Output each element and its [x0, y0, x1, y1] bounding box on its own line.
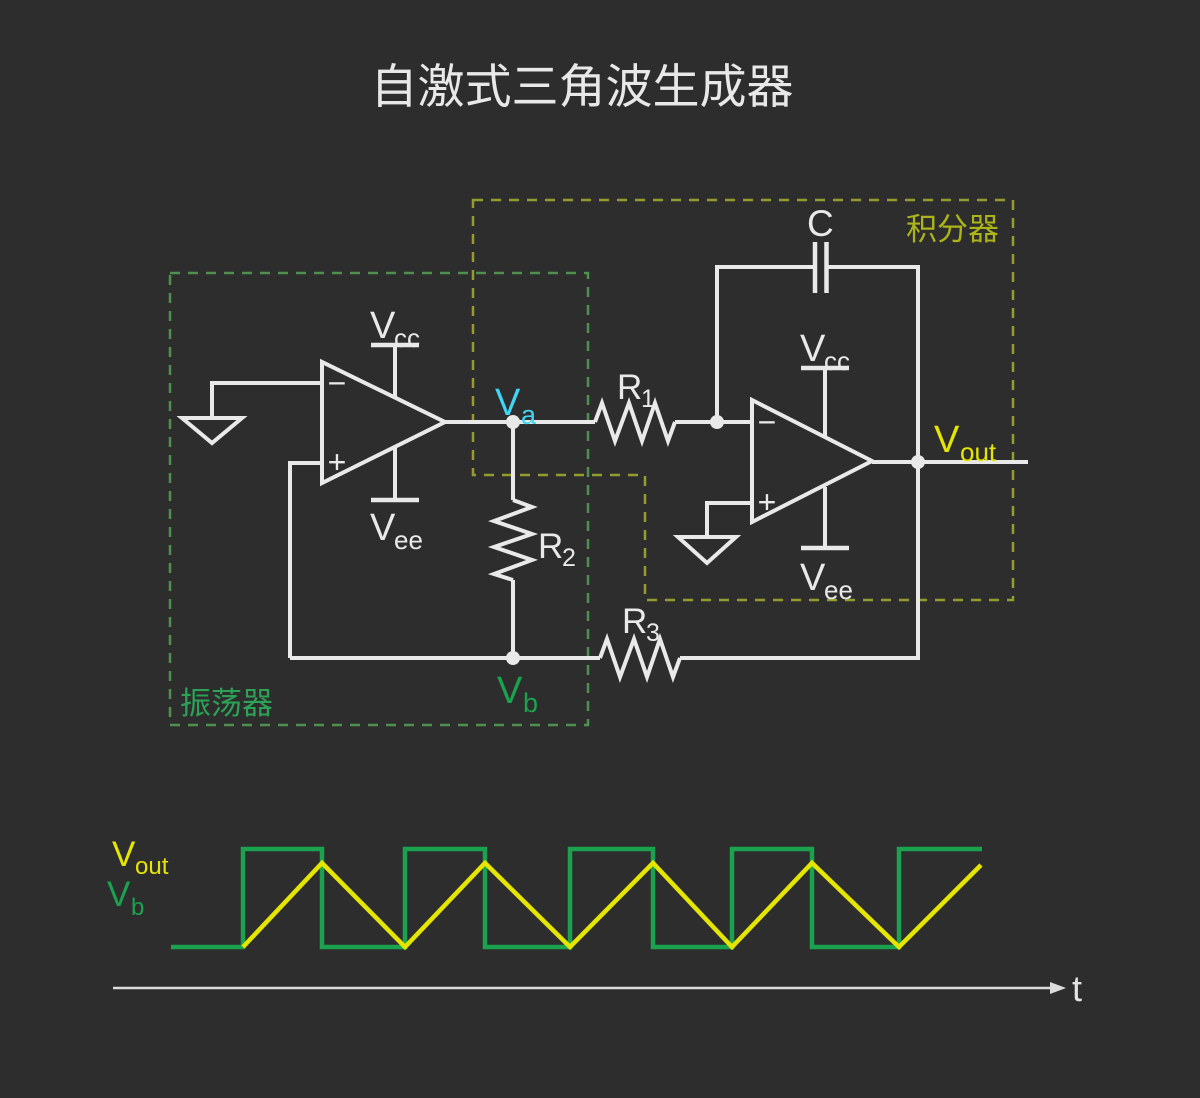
wire-feedback-right: [826, 265, 920, 462]
vee2-label-sub: ee: [824, 575, 853, 605]
va-label-main: V: [495, 382, 521, 424]
vee2-label-main: V: [800, 557, 826, 599]
r3-label-sub: 3: [646, 619, 660, 647]
vcc1-label-sub: cc: [394, 323, 420, 353]
time-axis-arrowhead: [1050, 982, 1066, 994]
vee1-label-sub: ee: [394, 525, 423, 555]
vb-label-sub: b: [523, 688, 538, 718]
wire-plus-feedback: [288, 461, 322, 658]
legend-vb-main: V: [107, 875, 131, 914]
r1-label-main: R: [617, 368, 642, 407]
square-wave-vb: [171, 846, 982, 950]
vb-node-dot: [506, 651, 520, 665]
wire-feedback-left: [715, 265, 815, 422]
legend-vout-sub: out: [135, 853, 169, 880]
capacitor-label: C: [807, 203, 834, 244]
wire-plus-to-ground2: [705, 501, 752, 537]
resistor-r1: [593, 396, 677, 448]
right-opamp-minus-input: −: [758, 404, 777, 440]
legend-vout-main: V: [112, 835, 136, 874]
oscillator-block-label: 振荡器: [180, 686, 273, 721]
resistor-r3: [598, 632, 682, 684]
right-opamp-triangle: [750, 396, 877, 526]
legend-vb-sub: b: [131, 894, 144, 921]
vcc2-label-main: V: [800, 328, 826, 370]
minus-junction-dot: [710, 415, 724, 429]
vout-label-main: V: [934, 419, 960, 461]
integrator-block-label: 积分器: [906, 212, 999, 247]
vcc1-label-main: V: [370, 305, 396, 347]
page-title: 自激式三角波生成器: [371, 60, 794, 113]
left-opamp-triangle: [320, 358, 450, 487]
vout-node-dot: [911, 455, 925, 469]
integrator-block-box: [471, 198, 1015, 602]
vb-label-main: V: [497, 670, 523, 712]
time-axis-label: t: [1072, 968, 1082, 1009]
vee1-label-main: V: [370, 507, 396, 549]
wires-left: [210, 342, 600, 660]
triangle-wave-vout: [241, 859, 983, 951]
left-opamp-plus-input: +: [328, 444, 347, 480]
resistor-r2: [487, 498, 539, 582]
wire-minus-to-ground: [210, 381, 322, 418]
oscillator-block-box: [168, 271, 590, 727]
left-opamp-minus-input: −: [328, 365, 347, 401]
r3-label-main: R: [622, 602, 647, 641]
ground-icon: [176, 416, 248, 446]
ground-icon-2: [672, 535, 742, 566]
r2-label-main: R: [538, 527, 563, 566]
wires-right: [675, 265, 1028, 660]
vout-label-sub: out: [960, 437, 997, 467]
vcc2-label-sub: cc: [824, 346, 850, 376]
r1-label-sub: 1: [641, 385, 655, 413]
right-opamp-plus-input: +: [758, 484, 777, 520]
va-label-sub: a: [521, 400, 537, 430]
r2-label-sub: 2: [562, 544, 576, 572]
wire-vout-to-r3: [680, 462, 920, 660]
